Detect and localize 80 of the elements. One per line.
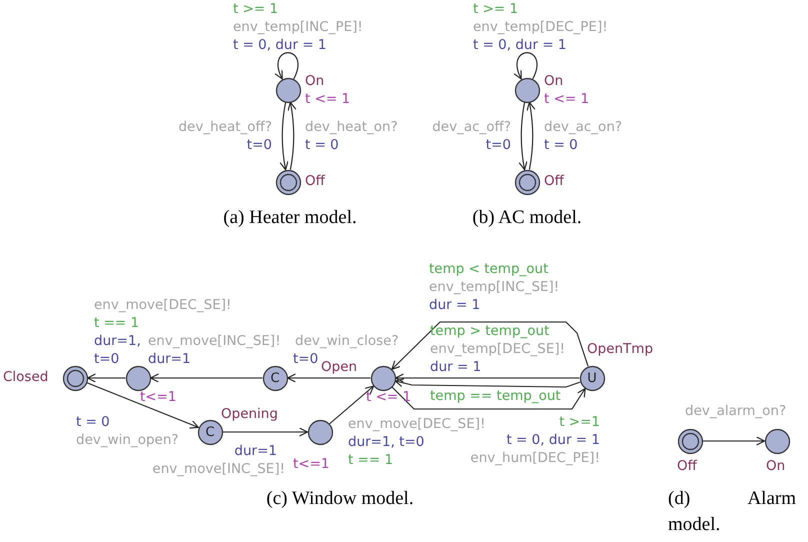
location-type-mark: U (586, 370, 598, 388)
update-label: t = 0, dur = 1 (506, 432, 600, 449)
update-label: dur=1, (94, 333, 141, 350)
update-label: dur=1 (234, 443, 277, 460)
guard-label: t == 1 (94, 315, 140, 332)
sync-label: env_move[INC_SE]! (148, 333, 281, 350)
transition-arrow (86, 382, 199, 429)
location-name: On (544, 73, 564, 90)
transition-arrow (150, 373, 262, 383)
location-type-mark: C (269, 370, 281, 388)
location-name: Open (321, 359, 358, 376)
sync-label: dev_heat_off? (178, 119, 272, 136)
sync-label: dev_alarm_on? (685, 403, 786, 420)
transition-arrow (394, 378, 580, 388)
sync-label: env_hum[DEC_PE]! (470, 450, 600, 467)
guard-label: temp > temp_out (430, 323, 550, 340)
sync-label: dev_heat_on? (305, 119, 398, 136)
transition-arrow (86, 373, 126, 383)
invariant-label: t <= 1 (366, 389, 412, 406)
update-label: t=0 (94, 351, 120, 368)
guard-label: temp < temp_out (429, 261, 548, 278)
update-label: dur = 1 (429, 297, 480, 314)
transition-arrow (280, 102, 289, 170)
location-circle (262, 366, 288, 390)
figure-caption: (d) Alarm model. (668, 487, 796, 537)
guard-label: temp == temp_out (430, 388, 561, 405)
guard-label: t >= 1 (473, 1, 518, 18)
invariant-label: t<=1 (293, 456, 330, 473)
sync-label: env_move[DEC_SE]! (348, 416, 486, 433)
sync-label: env_temp[DEC_SE]! (430, 341, 566, 358)
figure-caption: (b) AC model. (472, 206, 582, 230)
update-label: dur = 1 (430, 359, 482, 376)
sync-label: dev_win_close? (295, 333, 399, 350)
location-name: OpenTmp (587, 341, 654, 358)
figure-caption: (a) Heater model. (223, 206, 357, 230)
guard-label: t >= 1 (233, 1, 278, 18)
sync-label: env_move[DEC_SE]! (94, 297, 232, 314)
sync-label: env_move[INC_SE]! (152, 461, 285, 478)
update-label: dur=1 (148, 351, 191, 368)
location-name: Off (305, 173, 325, 190)
transition-arrow (391, 386, 586, 410)
invariant-label: t<=1 (140, 389, 177, 406)
transition-arrow (222, 427, 308, 437)
guard-label: t == 1 (348, 452, 394, 469)
update-label: t = 0 (305, 137, 339, 154)
update-label: t=0 (293, 351, 318, 368)
sync-label: dev_win_open? (76, 432, 179, 449)
location-name: On (766, 458, 786, 475)
sync-label: env_temp[INC_PE]! (233, 19, 363, 36)
update-label: dur=1, t=0 (348, 434, 424, 451)
transition-arrow (702, 436, 766, 446)
transition-arrow (287, 102, 296, 170)
update-label: t = 0 (544, 137, 578, 154)
sync-label: dev_ac_on? (544, 119, 622, 136)
sync-label: dev_ac_off? (432, 119, 511, 136)
location-name: Closed (3, 369, 48, 386)
location-type-mark: C (204, 424, 216, 442)
update-label: t=0 (486, 137, 511, 154)
location-name: Off (544, 173, 564, 190)
sync-label: env_temp[INC_SE]! (429, 279, 560, 296)
transition-arrow (526, 102, 536, 170)
guard-label: t >=1 (559, 414, 600, 431)
sync-label: env_temp[DEC_PE]! (473, 19, 608, 36)
transition-arrow (394, 373, 580, 383)
location-name: Opening (221, 406, 278, 423)
invariant-label: t <= 1 (544, 91, 590, 108)
figure-caption: (c) Window model. (266, 487, 414, 511)
transition-arrow (518, 102, 528, 170)
transition-arrow (286, 373, 370, 383)
invariant-label: t <= 1 (305, 91, 350, 108)
location-name: On (305, 73, 324, 90)
location-name: Off (677, 458, 697, 475)
transition-arrow (329, 386, 374, 424)
update-label: t = 0, dur = 1 (473, 37, 567, 54)
update-label: t=0 (246, 137, 272, 154)
transition-arrow (391, 321, 589, 370)
update-label: t = 0, dur = 1 (233, 37, 327, 54)
transition-arrow (514, 52, 538, 80)
transition-arrow (274, 52, 298, 80)
update-label: t = 0 (76, 414, 110, 431)
